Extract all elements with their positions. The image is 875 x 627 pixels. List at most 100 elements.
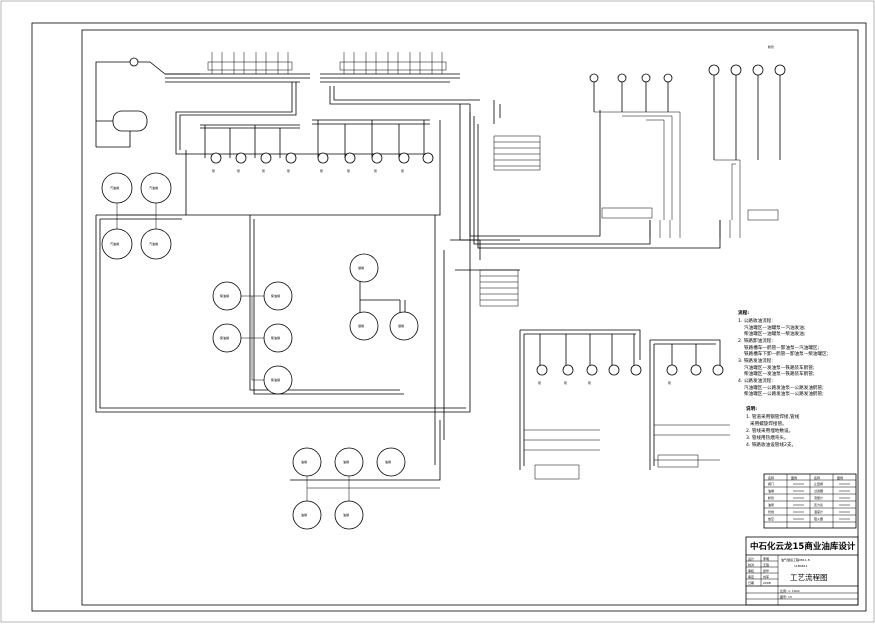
remark-line: 4. 铁路收油设管线2支。	[746, 441, 796, 448]
tank-10	[349, 253, 379, 283]
tank-label: 储罐	[358, 323, 364, 328]
remark-line: 2. 管线采用埋地敷设。	[746, 427, 793, 434]
tag-label: 鹤管	[768, 44, 774, 49]
pump-label: 泵	[347, 168, 350, 173]
tank-label: 柴油罐	[220, 293, 229, 298]
manifold-right	[320, 52, 460, 83]
legend-cell: 鹤管	[768, 495, 774, 500]
note-line: 汽油罐区—公路发油泵—公路发油鹤管;	[744, 384, 824, 391]
tank-label: 柴油罐	[271, 293, 280, 298]
tb-name: 张华	[763, 568, 769, 573]
compressor-icon	[129, 57, 139, 67]
pump-label: 泵	[564, 380, 567, 385]
note-line: 铁路槽车—鹤管—卸油泵—汽油罐区;	[744, 344, 820, 351]
tank-label: 汽油罐	[110, 241, 119, 246]
legend-header: 图例	[837, 475, 843, 480]
storage-tank-group: 储罐 储罐 储罐	[349, 253, 419, 341]
tank-label: 汽油罐	[149, 241, 158, 246]
legend-cell: 止回阀	[814, 481, 823, 486]
note-line: 3. 铁路发油流程:	[738, 357, 773, 364]
legend-header: 名称	[814, 475, 820, 480]
risers	[175, 82, 501, 155]
tb-name: 2008	[763, 581, 771, 585]
title-block: 中石化云龙15商业油库设计 设计 李明 校对 王强 审核 张华 审定 刘军 日期…	[745, 536, 859, 606]
tank-label: 柴油罐	[271, 377, 280, 382]
note-line: 柴油罐区—发油泵—铁路装车鹤管;	[744, 370, 815, 377]
pump-11-icon	[562, 364, 574, 376]
tb-name: 刘军	[763, 574, 769, 579]
legend-cell: 流量计	[814, 495, 823, 500]
tank-label: 储罐	[358, 265, 364, 270]
air-tank	[112, 110, 148, 132]
sheet-text: 图号: 13	[780, 594, 792, 599]
right-pump-row: 泵 泵 泵 泵	[519, 329, 730, 480]
pump-8-icon	[398, 152, 410, 164]
legend-cell: 过滤器	[814, 488, 823, 493]
note-line: 1. 公路收油流程:	[738, 317, 773, 324]
pump-label: 泵	[287, 168, 290, 173]
sheet-border	[31, 22, 867, 612]
tank-label: 柴油罐	[220, 335, 229, 340]
bottom-tank-group: 油罐 油罐 油罐 油罐 油罐	[292, 447, 440, 530]
note-line: 汽油罐区—油罐泵—汽油发油;	[744, 324, 806, 331]
pump-label: 泵	[538, 380, 541, 385]
legend-cell: 油泵	[768, 502, 774, 507]
tb-role: 校对	[748, 562, 754, 567]
note-line: 4. 公路发油流程:	[738, 377, 773, 384]
pump-10-icon	[536, 364, 548, 376]
compressor-loop	[95, 57, 200, 148]
note-line: 汽油罐区—发油泵—铁路装车鹤管;	[744, 364, 815, 371]
left-pump-row: 泵 泵 泵 泵	[200, 124, 300, 173]
legend-cell: 油罐	[768, 488, 774, 493]
tank-label: 油罐	[385, 459, 391, 464]
process-notes: 流程: 1. 公路收油流程: 汽油罐区—油罐泵—汽油发油; 柴油罐区—油罐泵—柴…	[738, 309, 829, 448]
remarks-heading: 说明:	[746, 405, 757, 412]
legend-cell: 放空	[768, 516, 774, 521]
pump-label: 泵	[262, 168, 265, 173]
drawing-frame	[81, 29, 859, 606]
pump-12-icon	[586, 364, 598, 376]
remark-line: 3. 管线用热煨弯头。	[746, 434, 789, 441]
tank-12	[389, 311, 419, 341]
pump-label: 泵	[401, 168, 404, 173]
tank-label: 汽油罐	[110, 185, 119, 190]
gasoline-tank-group: 汽油罐 汽油罐 汽油罐 汽油罐	[101, 172, 172, 260]
pump-2-icon	[235, 152, 247, 164]
drawing-name: 工艺流程图	[790, 572, 828, 582]
tank-label: 油罐	[301, 459, 307, 464]
tank-label: 柴油罐	[271, 335, 280, 340]
scale-text: 比例: 1: 1000	[780, 588, 800, 593]
pump-label: 泵	[588, 380, 591, 385]
legend-cell: 温度计	[814, 509, 823, 514]
tank-label: 油罐	[343, 512, 349, 517]
notes-heading: 流程:	[738, 309, 749, 316]
pump-label: 泵	[374, 168, 377, 173]
note-line: 柴油罐区—油罐泵—柴油发油;	[744, 330, 806, 337]
project-title: 中石化云龙15商业油库设计	[750, 541, 856, 552]
unit-text: 油气储运工程0811-8	[781, 557, 810, 562]
tank-label: 汽油罐	[149, 185, 158, 190]
note-line: 柴油罐区—公路发油泵—公路发油鹤管;	[744, 390, 824, 397]
pump-5-icon	[317, 152, 329, 164]
tank-label: 油罐	[343, 459, 349, 464]
tb-name: 李明	[763, 556, 769, 561]
legend-table: 名称 图例 名称 图例 阀门 止回阀 油罐 过滤器 鹤管 流量计 油泵 压力表 …	[763, 473, 857, 529]
pump-label: 泵	[668, 380, 671, 385]
middle-pump-row: 泵 泵 泵 泵	[312, 119, 434, 173]
remark-line: 采用螺旋焊接管。	[750, 420, 787, 427]
tb-role: 设计	[748, 556, 754, 561]
tb-name: 王强	[763, 562, 769, 567]
tank-label: 储罐	[398, 323, 404, 328]
pump-1-icon	[210, 152, 222, 164]
legend-cell: 管线	[768, 509, 774, 514]
tb-role: 日期	[748, 580, 754, 585]
pump-label: 泵	[212, 168, 215, 173]
pump-7-icon	[371, 152, 383, 164]
student-id: 11B0811	[794, 564, 808, 568]
legend-header: 名称	[768, 475, 774, 480]
pump-label: 泵	[237, 168, 240, 173]
legend-header: 图例	[791, 475, 797, 480]
pump-label: 泵	[320, 168, 323, 173]
